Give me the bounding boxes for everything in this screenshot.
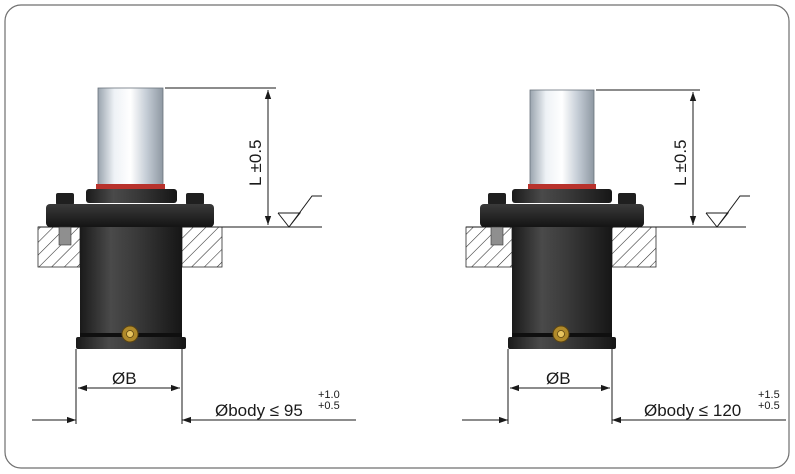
- body-tolerance-lower: +0.5: [758, 400, 780, 412]
- body-tolerance-lower: +0.5: [318, 400, 340, 412]
- body-base: [508, 337, 616, 349]
- length-label: L ±0.5: [246, 139, 265, 186]
- piston-rod: [529, 89, 595, 191]
- body-diameter-label: Øbody ≤ 95: [215, 401, 303, 420]
- body-tolerance-upper: +1.0: [318, 389, 340, 401]
- rod-seal: [96, 184, 165, 190]
- cylinder-drawing-right: L ±0.5 ØB Øbody ≤ 120 +1.5 +0.5: [462, 89, 786, 424]
- collar: [86, 189, 177, 203]
- collar: [512, 189, 612, 203]
- body-base: [76, 337, 186, 349]
- cylinder-body: [80, 227, 182, 333]
- mount-hatch-left: [465, 226, 513, 268]
- mount-screw: [58, 226, 72, 246]
- rod-seal: [528, 184, 596, 190]
- bolt-head-right: [186, 193, 204, 205]
- body-diameter-label: Øbody ≤ 120: [644, 401, 741, 420]
- cylinder-drawing-left: L ±0.5 ØB Øbody ≤ 95 +1.0 +0.5: [32, 87, 356, 424]
- surface-finish-symbol: [705, 195, 750, 228]
- bolt-head-right: [618, 193, 636, 205]
- flange: [46, 204, 214, 227]
- bore-label: ØB: [546, 369, 571, 388]
- mount-hatch-right: [181, 226, 223, 268]
- mount-hatch-right: [611, 226, 657, 268]
- mount-screw: [490, 226, 504, 246]
- surface-finish-symbol: [277, 195, 322, 228]
- cylinder-body: [512, 227, 612, 333]
- bolt-head-left: [488, 193, 506, 205]
- body-tolerance-upper: +1.5: [758, 389, 780, 401]
- flange: [480, 204, 644, 227]
- bolt-head-left: [56, 193, 74, 205]
- length-label: L ±0.5: [671, 139, 690, 186]
- piston-rod: [97, 87, 164, 191]
- bore-label: ØB: [112, 369, 137, 388]
